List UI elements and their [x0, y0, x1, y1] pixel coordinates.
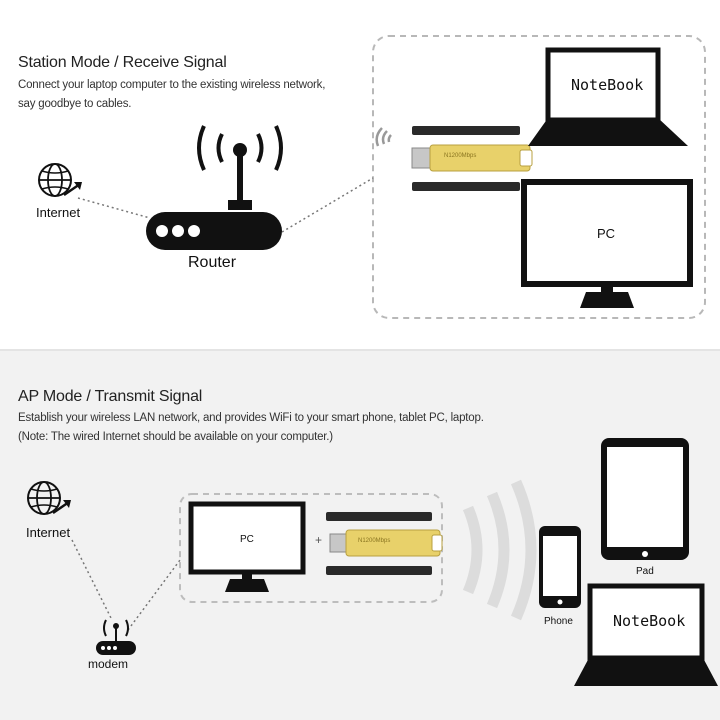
- ap-internet-globe-icon: [27, 481, 71, 515]
- station-device-group-box: [372, 35, 706, 319]
- pad-label: Pad: [636, 566, 654, 577]
- ap-description-2: (Note: The wired Internet should be avai…: [18, 431, 333, 443]
- modem-icon: [96, 619, 136, 655]
- station-description-2: say goodbye to cables.: [18, 98, 132, 110]
- ap-pc-icon: [188, 501, 306, 592]
- router-icon: [146, 125, 283, 250]
- ap-pc-label: PC: [240, 534, 254, 545]
- ap-title: AP Mode / Transmit Signal: [18, 388, 203, 405]
- station-wifi-signal-icon: [375, 127, 392, 147]
- ap-notebook-label: NoteBook: [613, 612, 686, 630]
- ap-wifi-signal-icon: [462, 479, 537, 621]
- internet-globe-icon: [38, 163, 82, 197]
- router-adapter-link: [281, 177, 374, 233]
- router-label: Router: [188, 254, 237, 271]
- ap-usb-adapter-image: [326, 512, 443, 575]
- internet-modem-link: [71, 539, 113, 621]
- modem-label: modem: [88, 657, 129, 671]
- station-pc-icon: [521, 179, 693, 308]
- ap-description-1: Establish your wireless LAN network, and…: [18, 412, 484, 424]
- ap-adapter-brand: N1200Mbps: [358, 538, 391, 544]
- internet-router-link: [77, 197, 151, 219]
- section-divider: [0, 349, 720, 351]
- station-description-1: Connect your laptop computer to the exis…: [18, 79, 326, 91]
- phone-label: Phone: [544, 616, 573, 627]
- station-adapter-brand: N1200Mbps: [444, 153, 477, 159]
- station-notebook-icon: [528, 47, 688, 146]
- ap-notebook-icon: [574, 583, 718, 686]
- station-pc-label: PC: [597, 226, 616, 241]
- phone-icon: [539, 526, 581, 608]
- station-usb-adapter-image: [411, 126, 533, 191]
- pad-icon: [601, 438, 689, 560]
- plus-sign: +: [315, 533, 323, 547]
- station-internet-label: Internet: [36, 205, 81, 220]
- station-notebook-label: NoteBook: [571, 76, 644, 94]
- modem-pc-link: [127, 559, 181, 631]
- ap-internet-label: Internet: [26, 525, 71, 540]
- station-title: Station Mode / Receive Signal: [18, 54, 227, 71]
